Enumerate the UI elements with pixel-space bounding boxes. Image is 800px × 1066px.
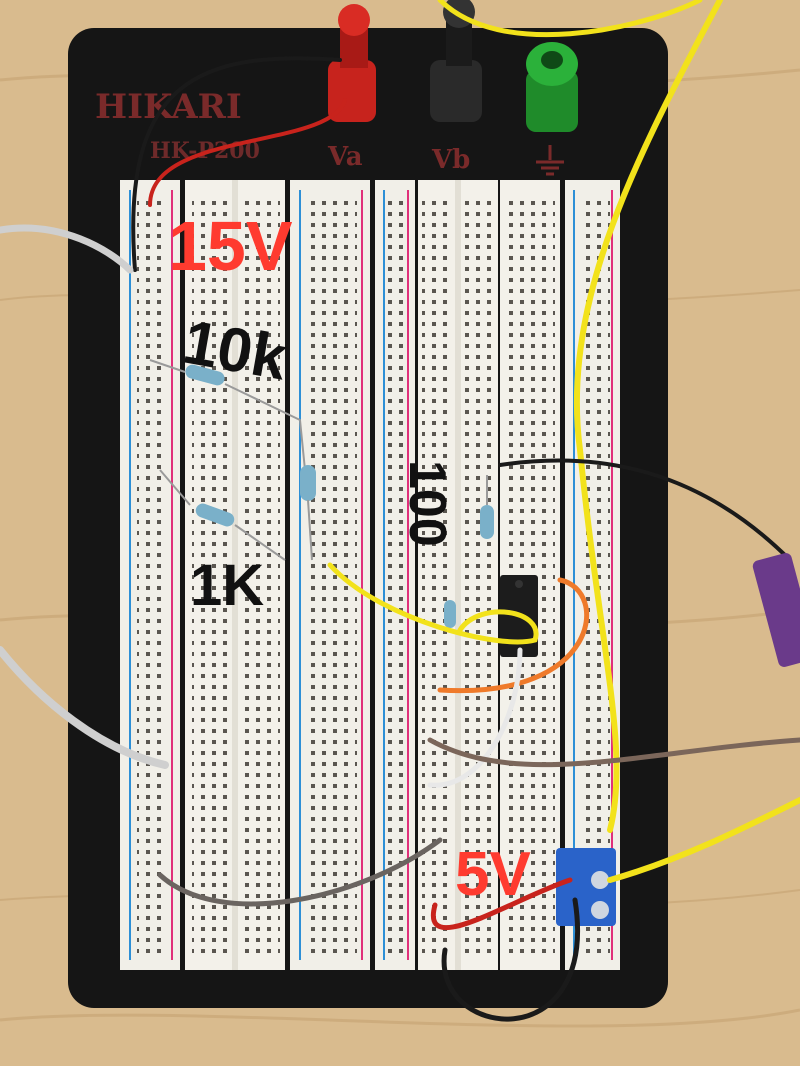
screw-terminal-block[interactable] — [556, 848, 616, 926]
annotation-15v: 15V — [168, 207, 293, 285]
annotation-1k: 1K — [190, 553, 264, 618]
resistor-right[interactable] — [480, 475, 494, 539]
annotation-100: 100 — [398, 460, 456, 547]
green-binding-post[interactable] — [526, 42, 578, 132]
black-wire-right — [498, 458, 792, 562]
brown-wire — [427, 737, 800, 768]
yellow-wire-ic — [327, 562, 539, 645]
terminal-label-b: Vb — [431, 145, 470, 175]
orange-wire — [437, 577, 590, 694]
yellow-wire-long — [573, 0, 723, 833]
resistor-1k[interactable] — [159, 469, 286, 561]
red-wire-top — [148, 98, 347, 207]
annotation-5v: 5V — [455, 840, 531, 909]
gray-wire-left-top — [0, 224, 134, 274]
ground-symbol — [536, 145, 564, 176]
terminal-label-a: Va — [327, 142, 363, 172]
gray-wire-left-bottom — [0, 646, 169, 769]
black-wire-bottom — [441, 897, 580, 1022]
white-wire — [427, 647, 523, 788]
resistor-10k[interactable] — [149, 359, 306, 471]
yellow-wire-right — [607, 797, 800, 883]
gray-wire-bottom — [157, 837, 443, 907]
wires — [0, 0, 800, 1022]
resistor-100[interactable] — [300, 465, 316, 561]
resistor-small[interactable] — [444, 600, 456, 628]
black-binding-post[interactable] — [430, 0, 482, 122]
yellow-wire-top — [437, 0, 703, 38]
black-wire-top — [131, 56, 342, 272]
red-wire-bottom — [430, 877, 573, 931]
purple-module — [752, 553, 800, 667]
brand-text: HIKARI — [95, 87, 242, 127]
